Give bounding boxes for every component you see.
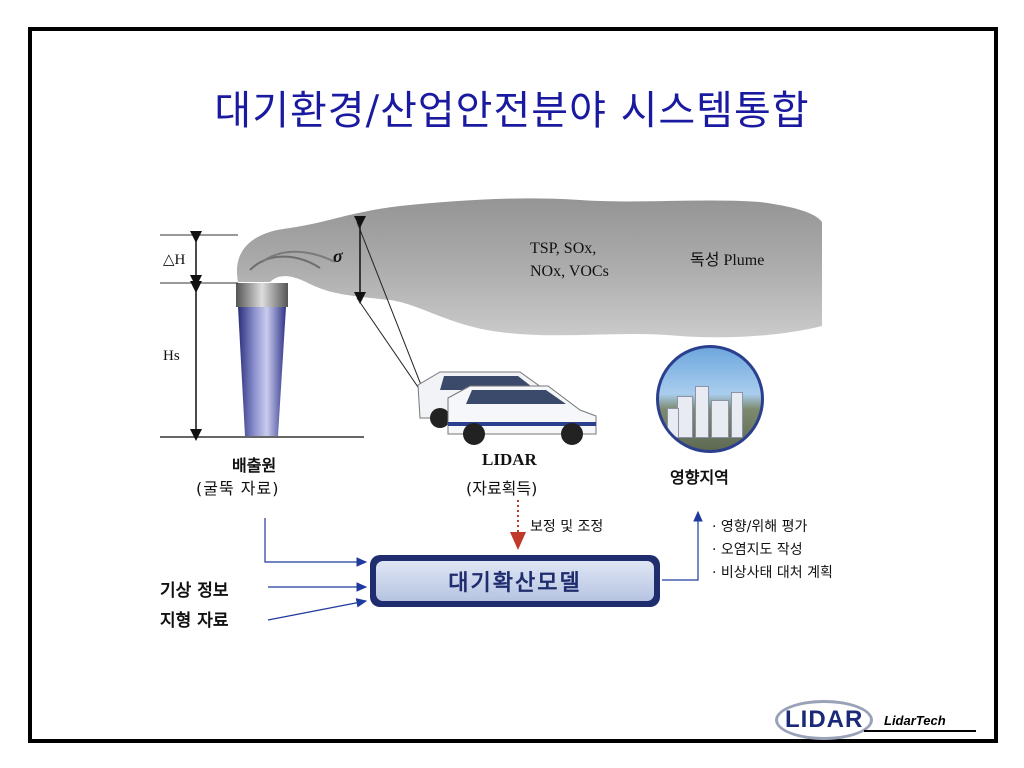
dispersion-model-box: 대기확산모델 <box>370 555 660 607</box>
impact-area-label: 영향지역 <box>670 468 729 487</box>
impact-area-photo <box>656 345 764 453</box>
smoke-plume <box>236 198 822 338</box>
chimney <box>238 307 286 436</box>
logo-ring-icon <box>775 700 873 740</box>
output-item-1: · 영향/위해 평가 <box>712 519 808 535</box>
brand-underline <box>864 730 976 732</box>
sigma-label: σ <box>333 246 343 266</box>
correction-label: 보정 및 조정 <box>530 519 604 535</box>
delta-h-label: △H <box>163 252 186 268</box>
brand-name: LidarTech <box>884 713 946 728</box>
lidar-vans <box>417 371 597 445</box>
source-subtitle: (굴뚝 자료) <box>196 479 280 498</box>
logo-text: LIDAR <box>785 706 864 733</box>
lidar-name: LIDAR <box>482 450 537 469</box>
output-item-2: · 오염지도 작성 <box>712 542 803 558</box>
weather-input-label: 기상 정보 <box>160 581 229 601</box>
dispersion-model-label: 대기확산모델 <box>376 561 654 601</box>
source-name: 배출원 <box>232 456 277 475</box>
pollutants-line-2: NOx, VOCs <box>530 263 609 280</box>
chimney-cap <box>236 283 288 307</box>
pollutants-line-1: TSP, SOx, <box>530 240 597 257</box>
lidar-subtitle: (자료획득) <box>466 479 538 498</box>
terrain-input-label: 지형 자료 <box>160 611 229 631</box>
output-item-3: · 비상사태 대처 계획 <box>712 565 833 581</box>
hs-label: Hs <box>163 348 180 364</box>
slide-title: 대기환경/산업안전분야 시스템통합 <box>214 88 810 134</box>
toxic-plume-label: 독성 Plume <box>690 252 765 269</box>
